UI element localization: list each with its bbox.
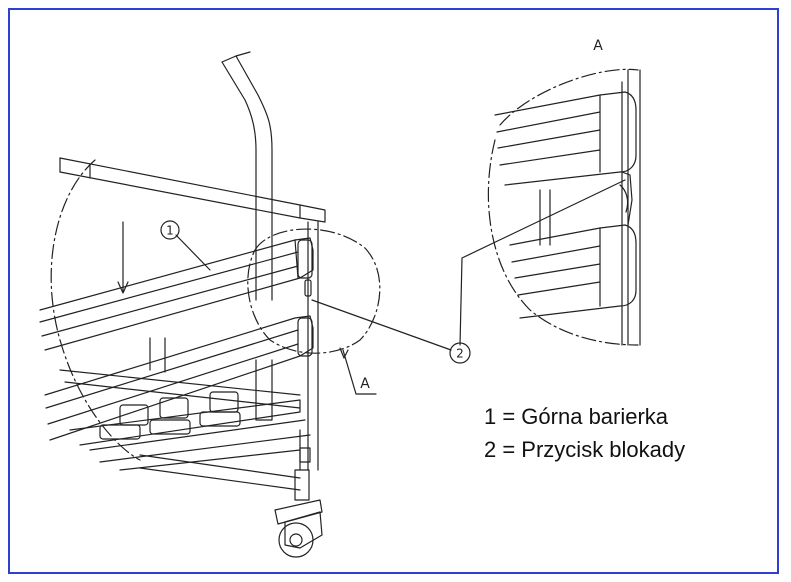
callout-1-circle <box>160 220 180 240</box>
caster-wheel <box>274 469 323 558</box>
callout-2-leader-b <box>459 179 626 346</box>
bed-frame <box>59 157 326 223</box>
detail-marker-label: A <box>360 376 370 392</box>
callout-2-label: 2 <box>456 347 464 361</box>
detail-marker-arrow <box>339 347 377 395</box>
press-down-arrow <box>117 221 129 294</box>
detail-view-label: A <box>593 38 603 54</box>
rail-post <box>299 221 319 471</box>
legend-item-top-rail: 1 = Górna barierka <box>484 404 669 429</box>
callout-2-circle <box>449 342 471 364</box>
callout-1-label: 1 <box>166 224 174 238</box>
legend-item-lock-button: 2 = Przycisk blokady <box>484 437 686 462</box>
handle-post <box>221 51 273 421</box>
callout-1-leader <box>175 234 211 271</box>
lower-rail <box>44 315 314 441</box>
chassis <box>139 454 301 491</box>
platform-slats <box>59 337 311 471</box>
legend: 1 = Górna barierka 2 = Przycisk blokady <box>484 400 685 466</box>
upper-rail <box>39 237 314 351</box>
callout-2-leader-a <box>311 299 452 351</box>
diagram-frame <box>8 8 779 574</box>
lock-button-main <box>304 279 312 297</box>
detail-origin-circle <box>247 228 381 354</box>
detail-view <box>487 68 641 346</box>
zoom-circle-left <box>50 159 141 461</box>
